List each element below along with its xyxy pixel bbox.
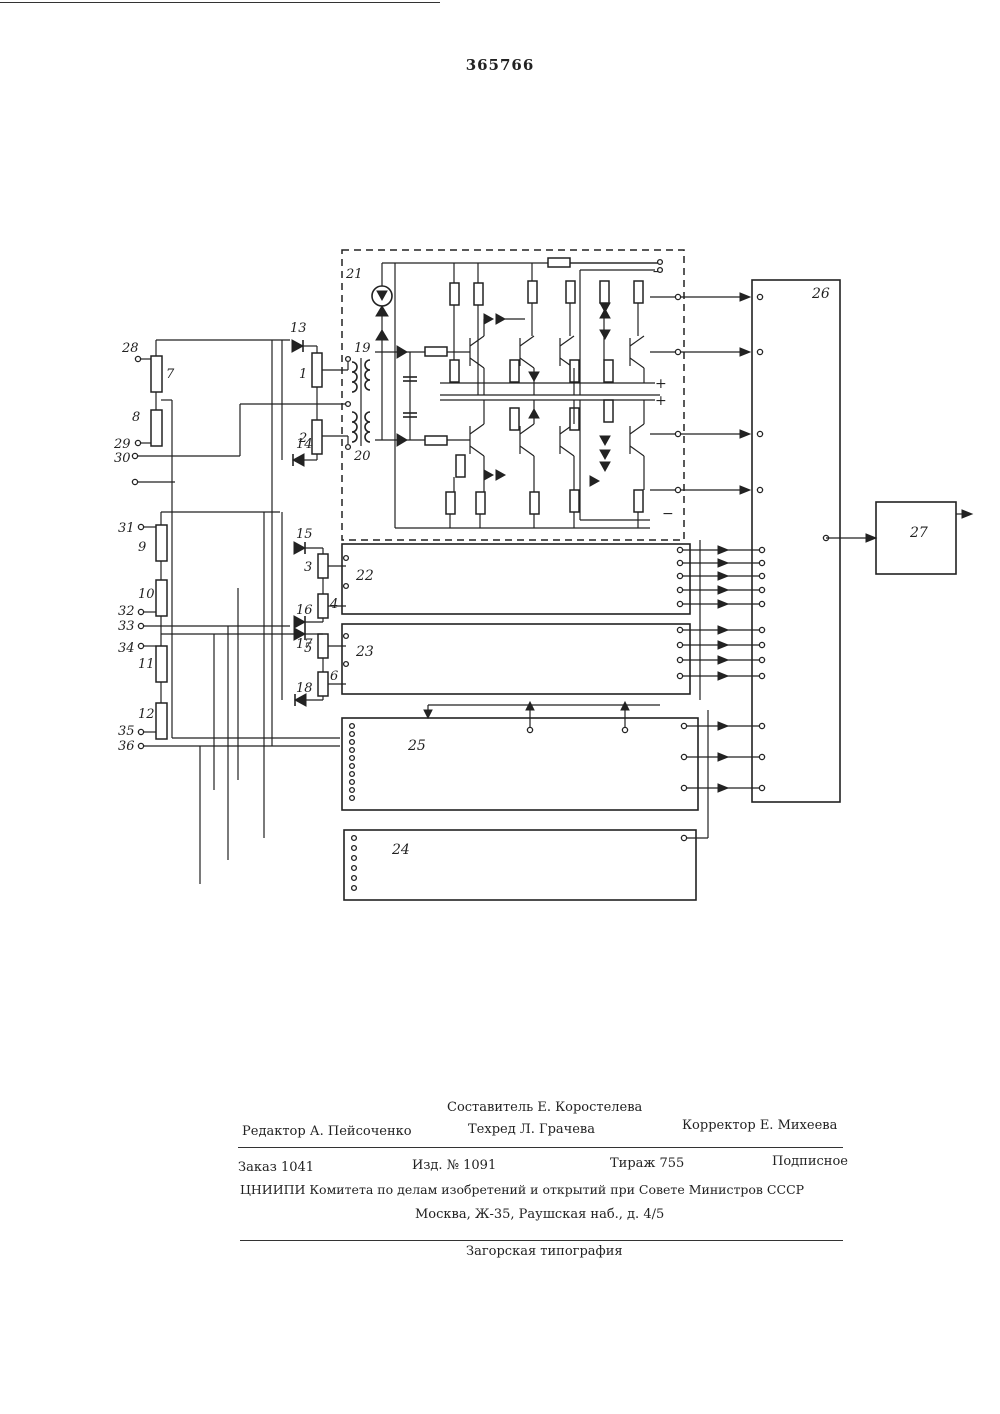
terminal-31-label: 31 [118,521,135,536]
resistor-9-label: 9 [138,540,146,555]
block-23-label: 23 [355,644,374,660]
block-25-label: 25 [407,738,426,754]
minus-sign: − [662,506,674,522]
resistor-12-label: 12 [138,707,155,722]
winding-20-label: 20 [353,449,371,464]
pot-4-label: 4 [329,597,338,612]
organization-text: ЦНИИПИ Комитета по делам изобретений и о… [240,1182,804,1197]
terminal-29-label: 29 [113,437,131,452]
block-24-frame [344,830,696,900]
diode-18-label: 18 [296,681,313,696]
techred-text: Техред Л. Грачева [468,1122,595,1137]
diode-13-label: 13 [290,321,307,336]
pot-5-label: 5 [304,641,312,656]
plus-sign-2: + [655,393,667,409]
circulation-text: Тираж 755 [610,1156,684,1171]
pot-6-label: 6 [330,669,338,684]
block-22-label: 22 [355,568,374,584]
pot-2-label: 2 [298,431,307,446]
block-26-label: 26 [811,286,830,302]
diode-16-label: 16 [296,603,313,618]
block-27-label: 27 [909,525,928,541]
resistor-10-label: 10 [138,587,155,602]
resistor-8-label: 8 [132,410,140,425]
winding-19-label: 19 [354,341,371,356]
colophon-rule-top [238,1147,843,1148]
block-22-frame [342,544,690,614]
resistor-7-label: 7 [166,367,175,382]
pot-3-label: 3 [304,560,312,575]
plus-sign-1: + [655,376,667,392]
terminal-30-label: 30 [114,451,131,466]
terminal-34-label: 34 [118,641,135,656]
block-24-label: 24 [391,842,410,858]
editor-text: Редактор А. Пейсоченко [242,1124,412,1139]
terminal-33-label: 33 [118,619,135,634]
diode-15-label: 15 [296,527,313,542]
block-23-frame [342,624,690,694]
terminal-36-label: 36 [118,739,135,754]
edition-text: Изд. № 1091 [412,1158,496,1173]
order-text: Заказ 1041 [238,1160,314,1175]
terminal-35-label: 35 [118,724,135,739]
block-21-label: 21 [345,267,363,282]
terminal-28-label: 28 [121,341,139,356]
subscription-text: Подписное [772,1154,848,1169]
circuit-schematic: 21 19 20 [0,0,1000,1000]
address-text: Москва, Ж-35, Раушская наб., д. 4/5 [415,1207,664,1222]
pot-1-label: 1 [299,367,307,382]
compiler-text: Составитель Е. Коростелева [447,1100,642,1115]
printer-text: Загорская типография [466,1244,623,1259]
block-25-frame [342,718,698,810]
terminal-32-label: 32 [118,604,135,619]
corrector-text: Корректор Е. Михеева [682,1118,837,1133]
colophon-rule-bottom [240,1240,843,1241]
resistor-11-label: 11 [138,657,155,672]
